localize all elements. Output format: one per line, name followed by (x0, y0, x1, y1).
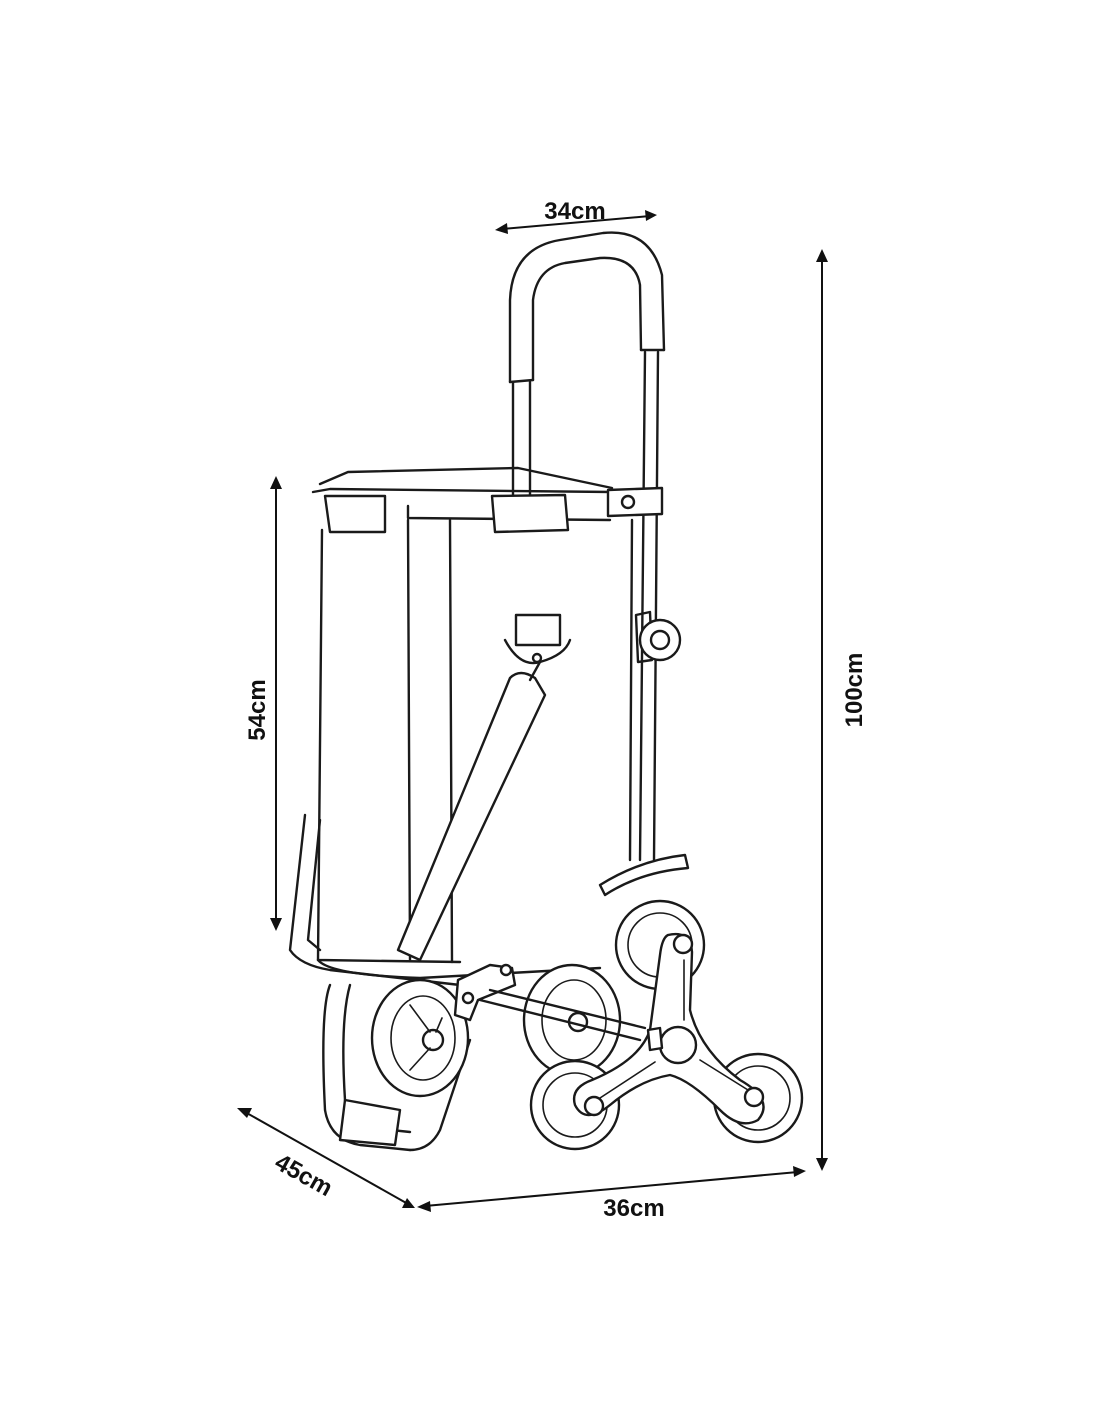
handle-frame (508, 231, 666, 862)
lower-frame (288, 813, 472, 1152)
dimension-width: 36cm (417, 1166, 806, 1222)
dimension-depth: 45cm (237, 1108, 415, 1208)
rear-wheel-left (370, 978, 470, 1098)
frame-knob (634, 610, 682, 664)
handle-width-label: 34cm (544, 198, 605, 225)
width-label: 36cm (603, 1195, 664, 1222)
bag-height-label: 54cm (244, 679, 271, 740)
bag-lid (311, 466, 664, 534)
front-bar (396, 660, 547, 962)
rear-wheel-middle (522, 963, 622, 1077)
bottom-hinge (453, 963, 647, 1042)
wheel-fender (598, 853, 690, 897)
total-height-label: 100cm (841, 653, 868, 728)
depth-label: 45cm (270, 1149, 337, 1202)
dimension-handle-width: 34cm (495, 198, 657, 234)
trolley-illustration (288, 231, 804, 1152)
bag-body (316, 518, 634, 980)
tri-star-wheel-assembly (529, 899, 804, 1151)
dimension-total-height: 100cm (816, 249, 868, 1171)
dimension-bag-height: 54cm (244, 476, 282, 931)
